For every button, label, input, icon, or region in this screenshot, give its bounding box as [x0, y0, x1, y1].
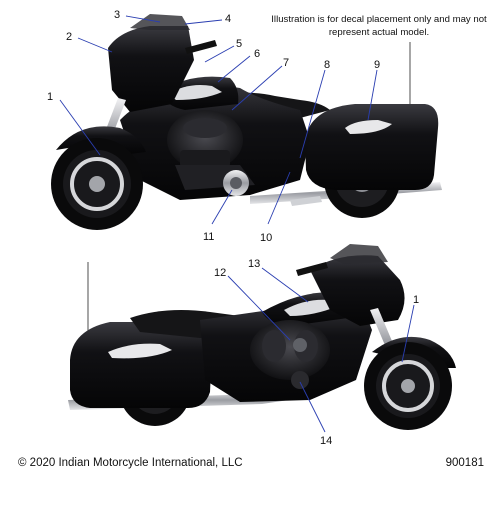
fairing-top	[108, 26, 194, 112]
callout-2: 2	[66, 31, 72, 43]
callout-3: 3	[114, 9, 120, 21]
leader-3	[125, 15, 161, 23]
callout-6: 6	[254, 48, 260, 60]
leader-7	[231, 65, 283, 111]
leader-2	[77, 37, 113, 53]
leader-14	[299, 381, 326, 433]
leader-1-top	[59, 99, 101, 156]
front-wheel-top	[51, 138, 143, 230]
callout-7: 7	[283, 57, 289, 69]
callout-4: 4	[225, 13, 231, 25]
leader-8	[299, 69, 326, 159]
saddlebag-badge-bottom	[108, 343, 172, 359]
engine-bottom	[250, 320, 330, 389]
saddlebag-top	[305, 104, 439, 190]
callout-11: 11	[203, 231, 214, 243]
callout-1-top: 1	[47, 91, 53, 103]
callout-8: 8	[324, 59, 330, 71]
callout-14: 14	[320, 435, 332, 447]
leader-4	[184, 19, 223, 25]
leader-13	[261, 267, 309, 303]
callout-10: 10	[260, 232, 272, 244]
callout-12: 12	[214, 267, 226, 279]
saddlebag-bottom	[70, 322, 212, 408]
leader-1-bottom	[401, 304, 415, 363]
handlebar-bottom	[296, 262, 328, 276]
exhaust-tip-top	[290, 196, 322, 206]
top-motorcycle	[51, 14, 442, 230]
callout-9: 9	[374, 59, 380, 71]
leader-11	[211, 189, 233, 225]
leader-10	[267, 171, 291, 225]
leader-6	[217, 55, 251, 83]
disclaimer-note: Illustration is for decal placement only…	[271, 14, 487, 38]
tank-badge-top	[168, 85, 222, 100]
front-wheel-bottom	[364, 342, 452, 430]
callout-13: 13	[248, 258, 260, 270]
bottom-motorcycle	[68, 244, 456, 430]
tank-badge-bottom	[284, 299, 338, 316]
diagram-id: 900181	[445, 457, 484, 469]
leader-5	[204, 45, 235, 63]
leader-lines	[59, 15, 415, 433]
callout-numbers: 1 2 3 4 5 6 7 8 9 10 11 1 12 13 14	[47, 9, 419, 447]
leader-12	[227, 275, 291, 341]
callout-5: 5	[236, 38, 242, 50]
windshield-bottom	[330, 244, 388, 264]
leader-9	[367, 69, 378, 121]
copyright-text: © 2020 Indian Motorcycle International, …	[18, 457, 243, 469]
saddlebag-badge-top	[345, 120, 392, 134]
fairing-bottom	[310, 255, 405, 326]
handlebar-top	[185, 40, 217, 54]
callout-1-bottom: 1	[413, 294, 419, 306]
